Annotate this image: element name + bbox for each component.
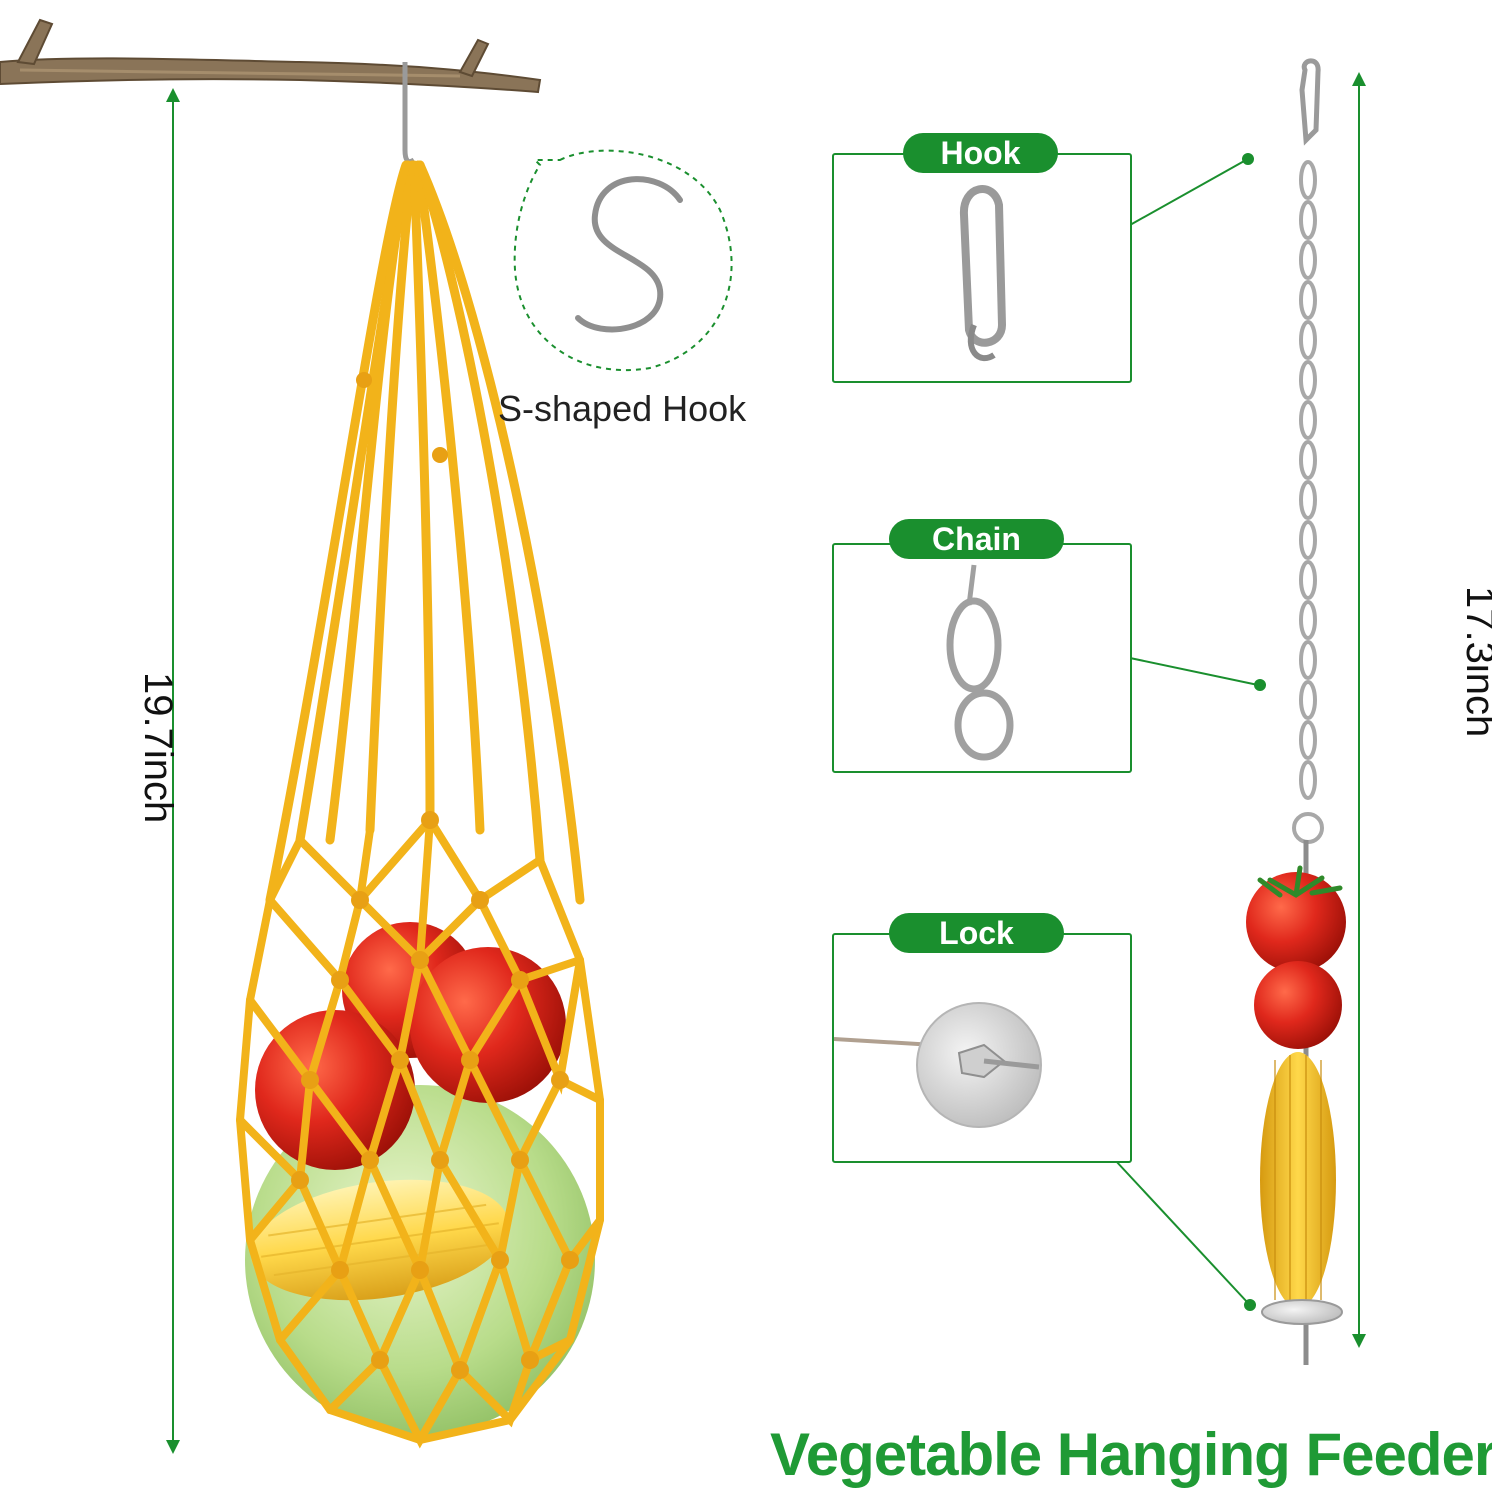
apple-icon [1254,961,1342,1049]
clip-hook-icon [1299,58,1321,146]
chain-icon [1292,160,1324,844]
chain-label: Chain [889,519,1064,559]
corn-icon [1260,1052,1336,1308]
net-dimension-arrow [166,88,180,1454]
s-hook-icon [575,176,683,333]
lock-label: Lock [889,913,1064,953]
lock-washer-icon [1261,1299,1343,1325]
hook-detail-box [832,153,1132,383]
chain-closeup-icon [946,564,1014,761]
s-hook-caption: S-shaped Hook [498,388,747,429]
page-title: Vegetable Hanging Feeder [770,1421,1492,1488]
feeder-length-label: 17.3inch [1458,586,1492,738]
feeder-assembly [1246,58,1346,1365]
net-knots [291,372,579,1379]
hook-label: Hook [903,133,1058,173]
tomato-icon [1246,872,1346,972]
s-hook-callout [513,149,733,372]
chain-detail-box [832,543,1132,773]
clip-hook-closeup-icon [959,185,1007,362]
net-bag [265,160,585,905]
wing-nut-closeup-icon [833,1002,1042,1128]
lock-detail-box [832,933,1132,1163]
callout-leaders [1114,153,1266,1311]
branch [0,18,542,94]
feeder-dimension-arrow [1352,72,1366,1348]
net-length-label: 19.7inch [136,672,180,824]
